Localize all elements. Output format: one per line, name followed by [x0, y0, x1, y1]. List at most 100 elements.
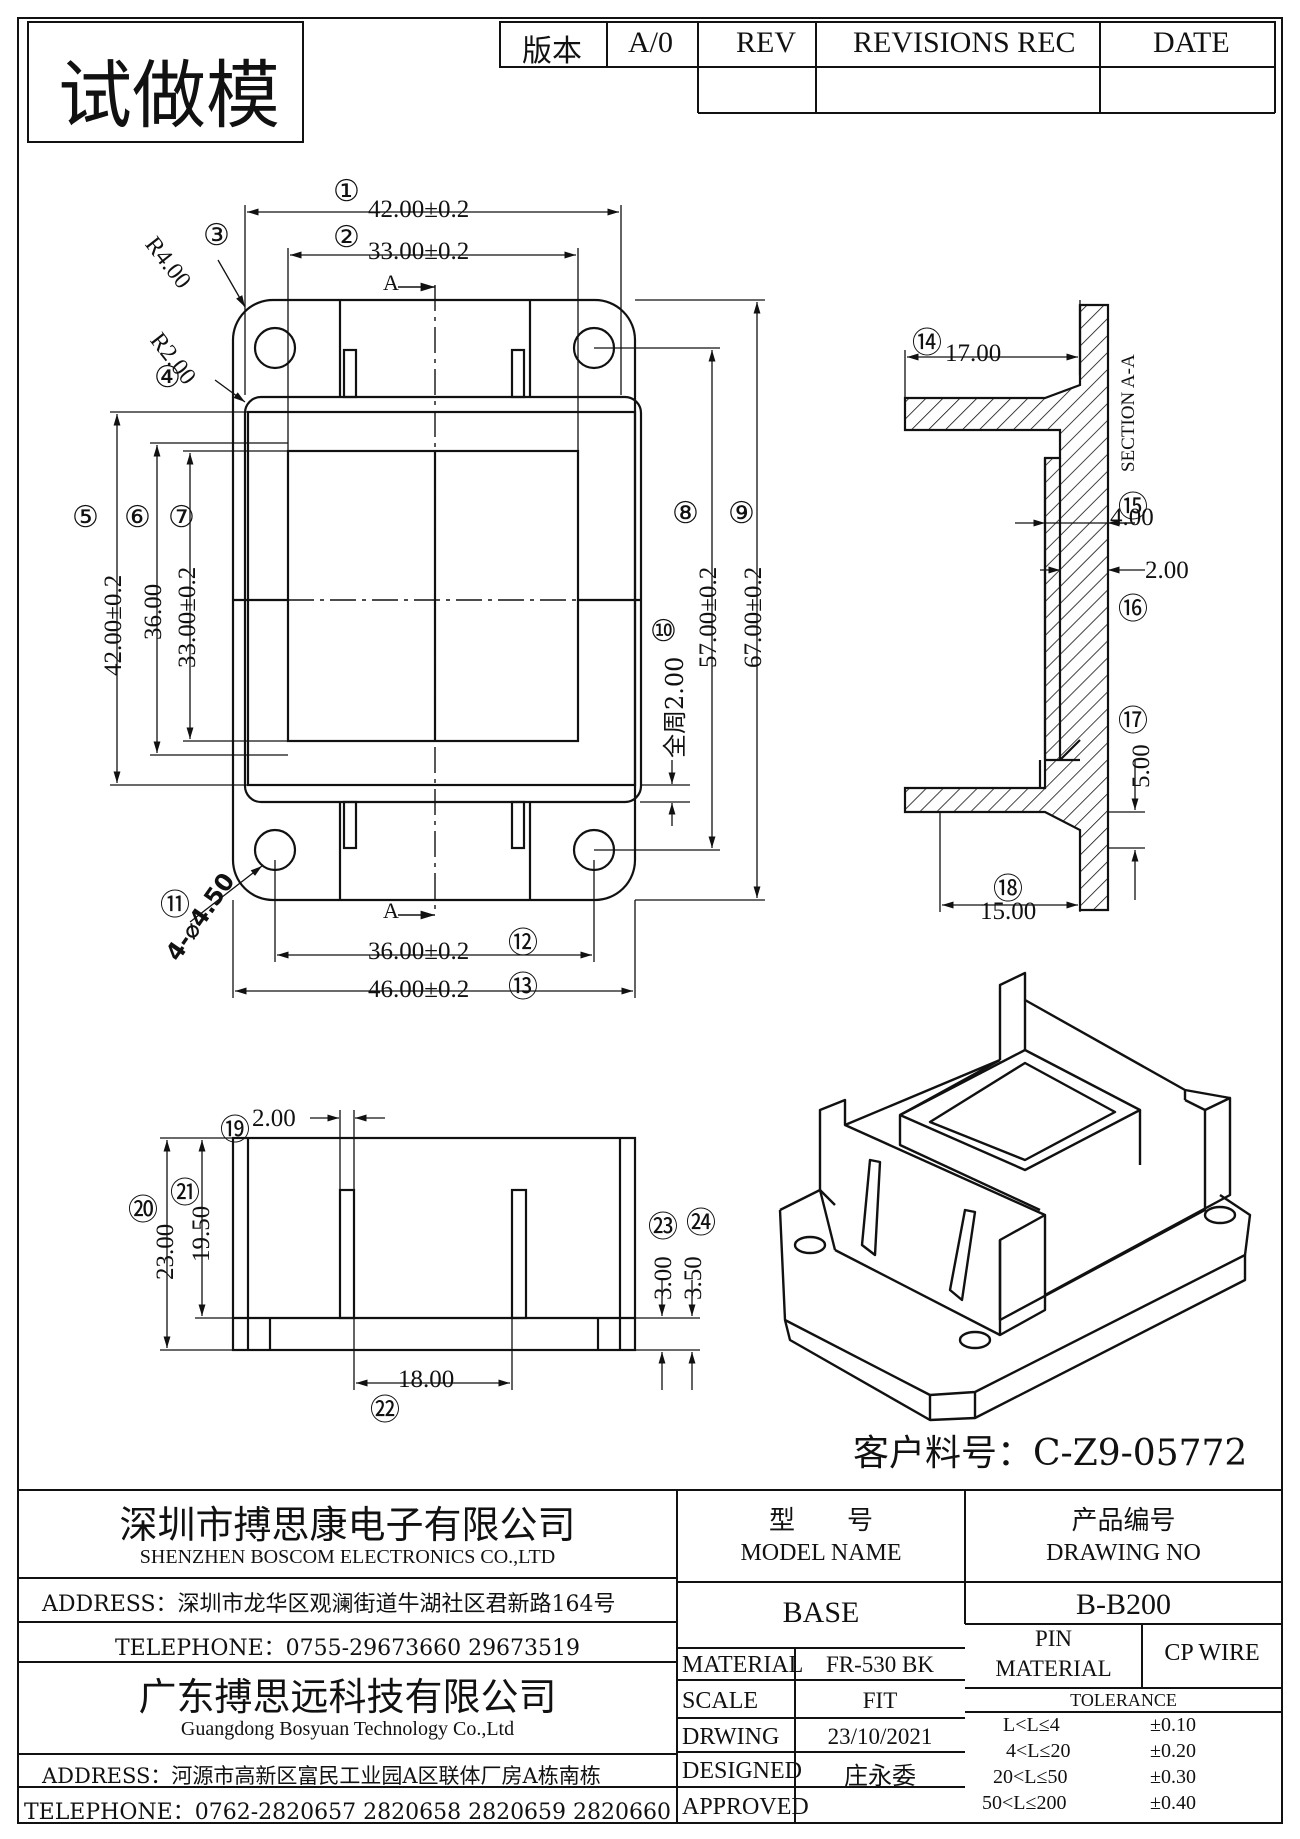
model-label-cn: 型 号	[768, 1506, 873, 1536]
dim-20-text: 23.00	[152, 1223, 179, 1280]
isometric-view	[778, 971, 1252, 1422]
balloon-6: ⑥	[124, 500, 151, 535]
tolerance-range-1: L<L≤4	[1003, 1714, 1060, 1736]
balloon-7: ⑦	[168, 500, 195, 535]
balloon-10: ⑩	[650, 614, 677, 649]
prototype-stamp: 试做模	[58, 53, 280, 139]
balloon-20: ⑳	[128, 1193, 158, 1228]
model-value: BASE	[782, 1596, 860, 1629]
company-1-name-en: SHENZHEN BOSCOM ELECTRONICS CO.,LTD	[139, 1546, 556, 1568]
stamp-box	[27, 21, 304, 143]
company-2-name-cn: 广东搏思远科技有限公司	[138, 1675, 557, 1719]
scale-value: FIT	[862, 1688, 898, 1713]
designed-label: DESIGNED	[682, 1758, 802, 1784]
pin-material-value: CP WIRE	[1164, 1640, 1260, 1666]
material-value: FR-530 BK	[826, 1652, 934, 1677]
tolerance-value-3: ±0.30	[1150, 1766, 1196, 1788]
company-1-name-cn: 深圳市搏思康电子有限公司	[119, 1503, 576, 1547]
drawing-number-value: B-B200	[1075, 1588, 1171, 1621]
balloon-18: ⑱	[993, 872, 1023, 907]
company-1-telephone: TELEPHONE：0755-29673660 29673519	[114, 1636, 581, 1661]
approved-label: APPROVED	[682, 1794, 809, 1820]
drawing-label-en: DRAWING NO	[1046, 1540, 1201, 1566]
dim-2-text: 33.00±0.2	[368, 238, 470, 265]
pin-material-label: MATERIAL	[995, 1656, 1112, 1681]
drawing-label-cn: 产品编号	[1071, 1506, 1176, 1536]
dim-9-text: 67.00±0.2	[740, 566, 767, 668]
section-mark-bottom: A	[383, 898, 399, 923]
section-view	[903, 300, 1145, 912]
balloon-16: ⑯	[1118, 592, 1148, 627]
dim-12-text: 36.00±0.2	[368, 938, 470, 965]
tolerance-range-3: 20<L≤50	[993, 1766, 1068, 1788]
dim-1-text: 42.00±0.2	[368, 196, 470, 223]
tolerance-range-4: 50<L≤200	[982, 1792, 1067, 1814]
model-label-en: MODEL NAME	[740, 1540, 902, 1566]
dim-15-text: 4.00	[1110, 504, 1154, 531]
balloon-2: ②	[333, 220, 360, 255]
top-view	[231, 298, 643, 902]
balloon-14: ⑭	[912, 326, 942, 361]
balloon-12: ⑫	[508, 926, 538, 961]
section-title: SECTION A-A	[1118, 354, 1139, 472]
dim-7-text: 33.00±0.2	[174, 566, 201, 668]
drawing-date-value: 23/10/2021	[827, 1724, 933, 1749]
balloon-4: ④	[154, 360, 181, 395]
balloon-5: ⑤	[72, 500, 99, 535]
balloon-9: ⑨	[728, 496, 755, 531]
dim-17-text: 5.00	[1128, 744, 1155, 788]
tolerance-value-1: ±0.10	[1150, 1714, 1196, 1736]
drawing-by-label: DRWING	[682, 1724, 780, 1750]
revisions-label: REVISIONS REC	[853, 26, 1076, 59]
tolerance-value-2: ±0.20	[1150, 1740, 1196, 1762]
company-2-address: ADDRESS：河源市高新区富民工业园A区联体厂房A栋南栋	[42, 1764, 601, 1788]
dim-23-text: 3.00	[650, 1256, 677, 1300]
balloon-3: ③	[203, 218, 230, 253]
balloon-8: ⑧	[672, 496, 699, 531]
balloon-1: ①	[333, 174, 360, 209]
dim-22-text: 18.00	[398, 1366, 455, 1393]
customer-part-number: 客户料号：C-Z9-05772	[853, 1433, 1248, 1474]
tolerance-range-2: 4<L≤20	[1006, 1740, 1071, 1762]
front-view-dims	[160, 1110, 700, 1390]
top-view-dims	[110, 205, 765, 998]
material-label: MATERIAL	[682, 1652, 804, 1678]
dim-5-text: 42.00±0.2	[100, 574, 127, 676]
version-label: 版本	[522, 34, 582, 69]
date-label: DATE	[1153, 26, 1230, 59]
tolerance-label: TOLERANCE	[1070, 1690, 1177, 1710]
dim-13-text: 46.00±0.2	[368, 976, 470, 1003]
tolerance-value-4: ±0.40	[1150, 1792, 1196, 1814]
company-2-name-en: Guangdong Bosyuan Technology Co.,Ltd	[180, 1718, 515, 1740]
revision-table	[499, 21, 1276, 114]
dim-14-text: 17.00	[945, 340, 1002, 367]
company-1-address: ADDRESS：深圳市龙华区观澜街道牛湖社区君新路164号	[42, 1592, 616, 1617]
balloon-13: ⑬	[508, 970, 538, 1005]
front-view	[231, 1136, 637, 1352]
balloon-24: ㉔	[686, 1206, 716, 1241]
balloon-23: ㉓	[648, 1210, 678, 1245]
balloon-22: ㉒	[370, 1393, 400, 1428]
rev-label: REV	[736, 26, 796, 59]
dim-8-text: 57.00±0.2	[695, 566, 722, 668]
balloon-19: ⑲	[220, 1113, 250, 1148]
dim-16-text: 2.00	[1145, 557, 1189, 584]
dim-24-text: 3.50	[680, 1256, 707, 1300]
dim-21-text: 19.50	[188, 1205, 215, 1262]
balloon-11: ⑪	[160, 888, 190, 923]
scale-label: SCALE	[682, 1688, 759, 1714]
section-mark-top: A	[383, 270, 399, 295]
dim-19-text: 2.00	[252, 1105, 296, 1132]
drawing-frame	[17, 17, 1283, 1824]
title-block-grid	[18, 1489, 1282, 1823]
center-lines	[288, 285, 578, 915]
balloon-21: ㉑	[170, 1176, 200, 1211]
dim-6-text: 36.00	[140, 583, 167, 640]
dim-18-text: 15.00	[980, 898, 1037, 925]
designed-value: 庄永委	[844, 1762, 916, 1790]
pin-label: PIN	[1034, 1626, 1073, 1651]
company-2-telephone: TELEPHONE：0762-2820657 2820658 2820659 2…	[23, 1800, 672, 1825]
balloon-17: ⑰	[1118, 704, 1148, 739]
version-value: A/0	[628, 26, 673, 59]
